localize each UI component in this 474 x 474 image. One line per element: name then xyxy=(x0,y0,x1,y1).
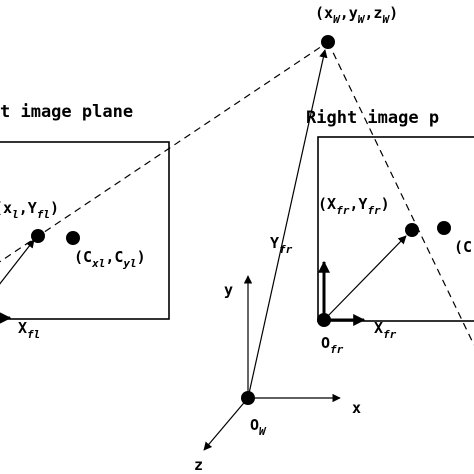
left-image-plane-title: t image plane xyxy=(0,102,133,122)
world-point-vector xyxy=(247,49,328,399)
right-plane-origin-label: Ofr xyxy=(321,334,344,356)
left-plane-point-label: (xl,Yfl) xyxy=(0,199,59,221)
world-x-axis-label: x xyxy=(352,399,361,417)
world-origin xyxy=(241,391,255,405)
world-y-axis-label: y xyxy=(224,281,233,299)
right-plane-center-label: (C xyxy=(454,238,472,256)
right-image-plane-title: Right image p xyxy=(306,108,439,128)
world-origin-label: OW xyxy=(250,416,267,438)
world-point-label: (xW,yW,zW) xyxy=(315,4,398,26)
left-plane-point-vector xyxy=(0,239,35,285)
left-plane-principal-point xyxy=(66,231,80,245)
left-projection-ray xyxy=(0,41,329,263)
right-plane-image-point xyxy=(405,223,419,237)
world-point xyxy=(321,35,335,49)
left-image-plane-frame xyxy=(0,141,170,320)
right-projection-ray xyxy=(327,41,474,346)
right-plane-principal-point xyxy=(437,221,451,235)
world-z-axis-label: z xyxy=(194,456,203,474)
right-plane-point-label: (Xfr,Yfr) xyxy=(318,195,390,217)
world-z-axis xyxy=(203,397,249,451)
right-plane-y-axis-label: Yfr xyxy=(270,234,293,256)
left-plane-center-label: (Cxl,Cyl) xyxy=(74,248,146,270)
right-plane-x-axis-label: Xfr xyxy=(374,319,397,341)
left-plane-x-axis-label: Xfl xyxy=(18,319,40,341)
right-image-plane-frame xyxy=(317,136,474,322)
right-plane-point-vector xyxy=(323,235,407,321)
